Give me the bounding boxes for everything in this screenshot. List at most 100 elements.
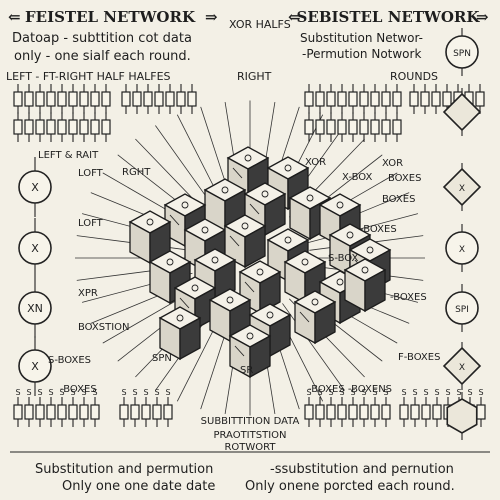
bit-label: S bbox=[467, 388, 472, 397]
right-side-label: -BOXES bbox=[360, 224, 397, 235]
register-cell bbox=[420, 91, 430, 107]
diamond-node-icon bbox=[442, 92, 482, 132]
register-cell bbox=[79, 404, 89, 420]
right-side-label: F-BOXES bbox=[398, 352, 440, 363]
xor-halfs-label: XOR HALFS bbox=[229, 18, 291, 31]
register-cell bbox=[163, 404, 173, 420]
left-desc-line-1: Datoap - subttition cot data bbox=[12, 31, 192, 46]
spn-node-icon bbox=[445, 231, 479, 265]
glyph-icon bbox=[246, 332, 254, 340]
left-side-label: -BOXES bbox=[60, 384, 97, 395]
right-header: ⇐ SEBISTEL NETWORK ⇒ bbox=[288, 8, 489, 26]
register-cell bbox=[46, 119, 56, 135]
register-cell bbox=[359, 91, 369, 107]
glyph-icon bbox=[346, 231, 354, 239]
diamond-node-icon bbox=[442, 167, 482, 207]
node-label: X bbox=[31, 360, 39, 373]
register-cell bbox=[187, 91, 197, 107]
register-cell bbox=[24, 119, 34, 135]
bit-label: S bbox=[339, 388, 344, 397]
node-label: X bbox=[31, 242, 39, 255]
center-caption-2: PRAOTITSTION bbox=[213, 430, 286, 441]
glyph-icon bbox=[181, 201, 189, 209]
bit-label: S bbox=[434, 388, 439, 397]
right-round-node: X bbox=[445, 224, 479, 272]
register-cell bbox=[392, 91, 402, 107]
bit-label: S bbox=[48, 388, 53, 397]
hex-node-icon bbox=[446, 398, 478, 434]
glyph-icon bbox=[179, 297, 190, 309]
glyph-icon bbox=[146, 218, 154, 226]
glyph-icon bbox=[266, 311, 274, 319]
bit-label: S bbox=[328, 388, 333, 397]
register-cell bbox=[24, 91, 34, 107]
register-cell bbox=[35, 91, 45, 107]
register-cell bbox=[315, 119, 325, 135]
register-cell bbox=[119, 404, 129, 420]
bit-label: S bbox=[423, 388, 428, 397]
register-cell bbox=[359, 404, 369, 420]
register-cell bbox=[101, 91, 111, 107]
left-round-node: X bbox=[18, 336, 52, 396]
register-cell bbox=[79, 119, 89, 135]
register-cell bbox=[348, 91, 358, 107]
node-label: X bbox=[459, 184, 465, 194]
bit-label: S bbox=[154, 388, 159, 397]
footer-right-1: -ssubstitution and pernution bbox=[270, 462, 454, 477]
register-cell bbox=[68, 404, 78, 420]
register-cell bbox=[57, 404, 67, 420]
center-caption-3: ROTWORT bbox=[224, 442, 276, 453]
rounds-label: ROUNDS bbox=[390, 70, 438, 83]
cube-side bbox=[249, 334, 271, 379]
register-cell bbox=[326, 119, 336, 135]
register-cell bbox=[141, 404, 151, 420]
register-cell bbox=[24, 404, 34, 420]
bit-label: S bbox=[92, 388, 97, 397]
right-register-top bbox=[304, 84, 402, 114]
cube-side bbox=[244, 224, 266, 269]
right-desc-line-2: -Permution Notwork bbox=[302, 47, 421, 61]
left-side-label: LOFT bbox=[78, 218, 104, 229]
glyph-icon bbox=[249, 203, 260, 215]
register-cell bbox=[304, 119, 314, 135]
left-title: FEISTEL NETWORK bbox=[25, 8, 196, 26]
register-cell bbox=[13, 119, 23, 135]
ray-line bbox=[282, 303, 345, 391]
glyph-icon bbox=[234, 345, 245, 357]
right-round-node: X bbox=[442, 342, 482, 390]
glyph-icon bbox=[229, 235, 240, 247]
cube-side bbox=[179, 316, 201, 361]
register-cell bbox=[381, 91, 391, 107]
glyph-icon bbox=[366, 246, 374, 254]
glyph-icon bbox=[256, 268, 264, 276]
xor-node-icon bbox=[18, 231, 52, 265]
cube-side bbox=[314, 300, 336, 345]
right-side-label: SR bbox=[240, 365, 253, 376]
register-cell bbox=[421, 404, 431, 420]
register-cell bbox=[392, 119, 402, 135]
xor-node-icon bbox=[18, 291, 52, 325]
glyph-icon bbox=[301, 258, 309, 266]
left-side-label: S-BOXES bbox=[48, 355, 91, 366]
bit-label: S bbox=[306, 388, 311, 397]
left-side-label: SPN bbox=[152, 353, 172, 364]
glyph-icon bbox=[311, 298, 319, 306]
bit-label: S bbox=[412, 388, 417, 397]
cube-block bbox=[228, 324, 272, 379]
cube-block bbox=[158, 306, 202, 361]
left-round-node: XN bbox=[18, 278, 52, 338]
register-cell bbox=[68, 91, 78, 107]
xor-node-icon bbox=[18, 170, 52, 204]
footer-left-1: Substitution and permution bbox=[35, 462, 213, 477]
node-label: SPI bbox=[455, 305, 469, 315]
bit-label: S bbox=[37, 388, 42, 397]
glyph-icon bbox=[191, 284, 199, 292]
glyph-icon bbox=[232, 167, 243, 179]
right-round-node: SPI bbox=[445, 284, 479, 332]
register-cell bbox=[13, 91, 23, 107]
glyph-icon bbox=[336, 201, 344, 209]
